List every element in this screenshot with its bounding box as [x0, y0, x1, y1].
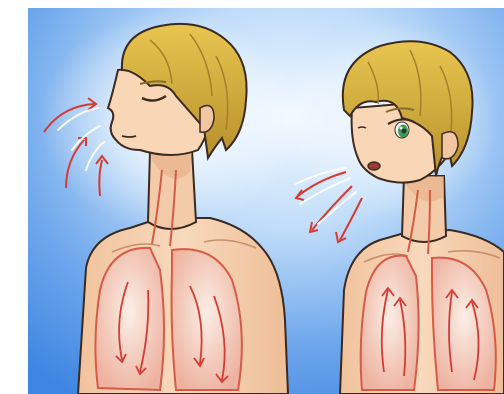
inhaling-boy-mouth — [122, 136, 136, 137]
exhaling-boy-mouth — [368, 162, 380, 170]
